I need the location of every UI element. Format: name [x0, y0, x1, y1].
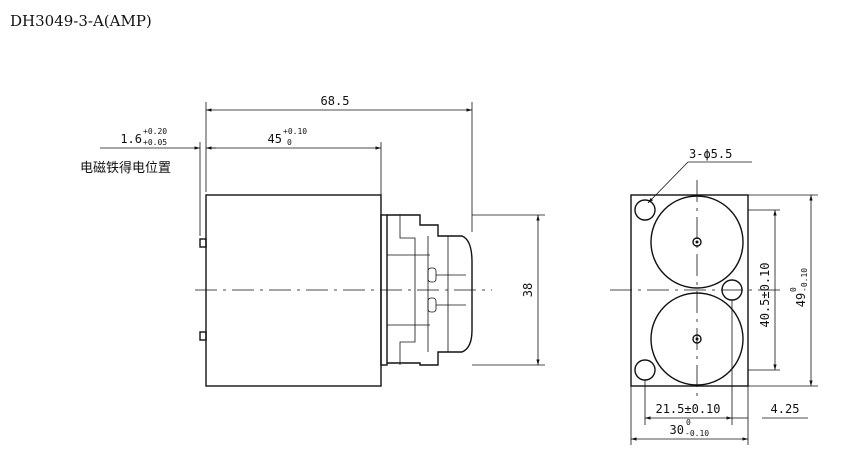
dim-overall-length: 68.5	[321, 94, 350, 108]
dim-body-tol-lower: 0	[287, 138, 292, 147]
dim-pin-offset: 1.6	[120, 132, 142, 146]
pin-stub-top	[199, 238, 207, 248]
hole-callout: 3-ϕ5.5	[689, 147, 732, 161]
dim-height: 38	[521, 283, 535, 297]
front-plate	[630, 194, 749, 387]
dim-body-length: 45	[268, 132, 282, 146]
connector-pin-1	[427, 267, 437, 283]
side-view: 68.5 45 +0.10 0 1.6 +0.20 +0.05 电磁铁得电位置 …	[80, 94, 545, 387]
hole-leader	[647, 161, 689, 204]
dim-body-tol-upper: +0.10	[283, 127, 307, 136]
dim-offset: 4.25	[771, 402, 800, 416]
mounting-hole-bottom-left	[634, 359, 656, 381]
connector-housing	[387, 214, 473, 366]
dim-plate-width: 30	[670, 423, 684, 437]
connector-pin-2	[427, 297, 437, 313]
connector-inner-lines	[387, 236, 449, 352]
center-dot-top	[695, 240, 699, 244]
dim-hole-spacing-h: 21.5±0.10	[655, 402, 720, 416]
dim-plate-height: 49	[794, 293, 808, 307]
dim-plate-height-tol-upper: 0	[789, 287, 798, 292]
dim-plate-width-tol-upper: 0	[686, 418, 691, 427]
front-view: 3-ϕ5.5 40.5±0.10 49 0 -0.10 21.5±0.10 4.…	[610, 147, 818, 445]
dim-pin-tol-lower: +0.05	[143, 138, 167, 147]
energized-position-label: 电磁铁得电位置	[80, 160, 171, 176]
pin-stub-bottom	[199, 331, 207, 341]
dim-pin-tol-upper: +0.20	[143, 127, 167, 136]
connector-latch	[399, 215, 416, 365]
dim-plate-height-tol-lower: -0.10	[800, 268, 809, 292]
dim-hole-spacing-v: 40.5±0.10	[758, 262, 772, 327]
drawing-title: DH3049-3-A(AMP)	[10, 12, 152, 30]
mounting-hole-top-left	[634, 199, 656, 221]
solenoid-body	[205, 194, 382, 387]
dim-plate-width-tol-lower: -0.10	[685, 429, 709, 438]
